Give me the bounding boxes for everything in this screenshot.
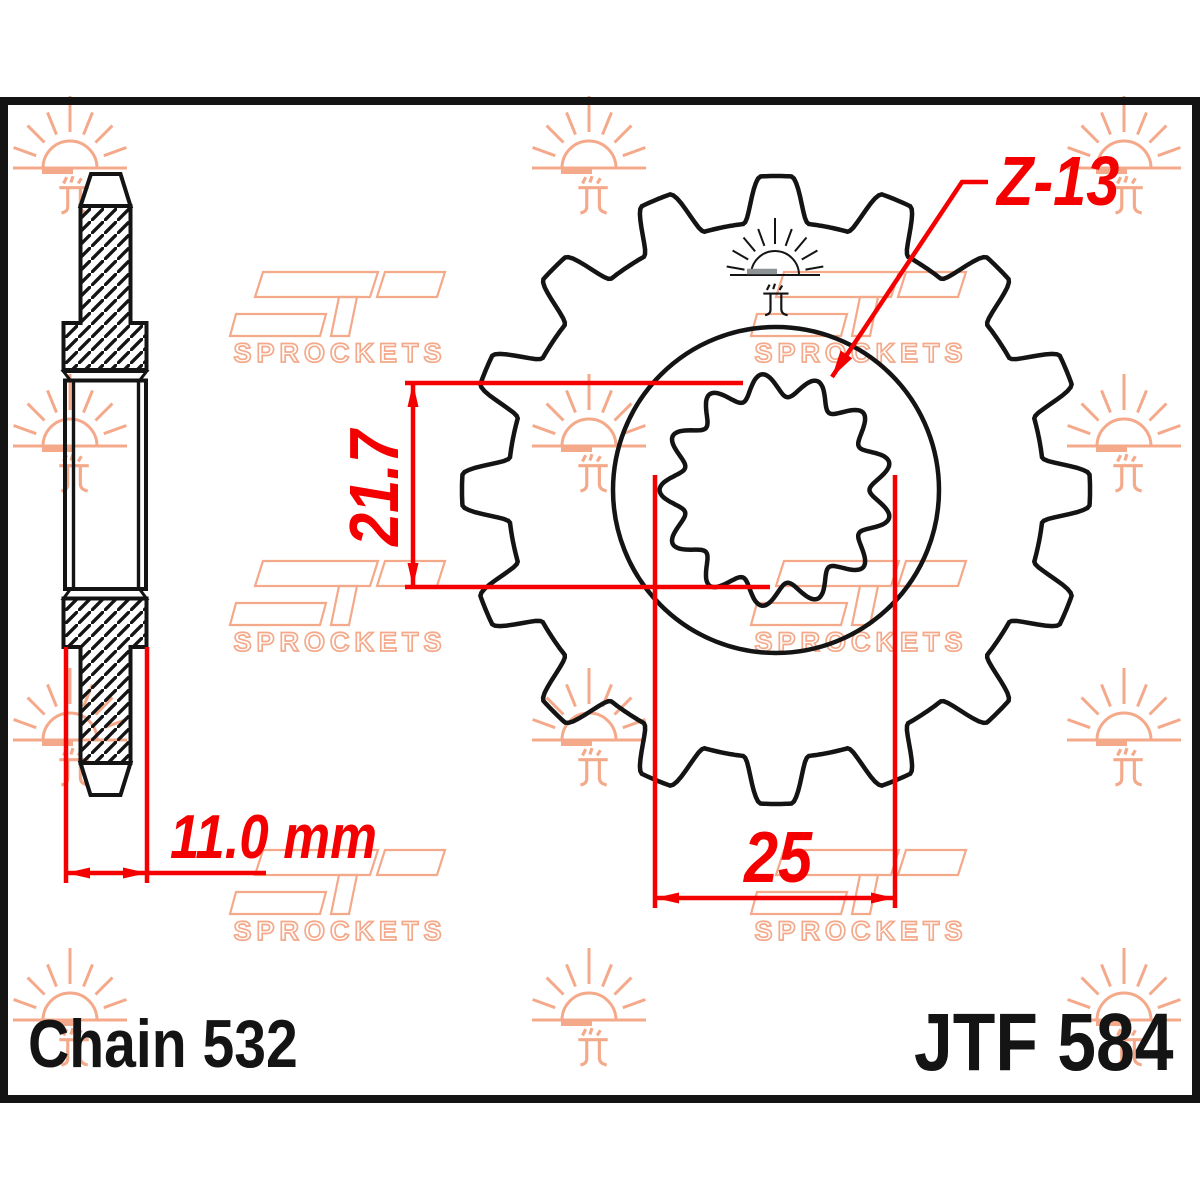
sunrise-icon [1067,668,1181,787]
jt-monogram-icon [1113,175,1143,215]
spline-bore-outline [657,372,892,608]
watermark-layer: SPROCKETS SPROCKETS SPROCKETS SPROCKETS SPRO… [13,96,1181,1067]
jt-monogram-icon [59,1027,89,1067]
jt-monogram-icon [578,1027,608,1067]
sunrise-icon [1067,96,1181,215]
jt-monogram-icon [763,283,789,317]
drawing-frame [0,97,1200,1103]
hub-bottom-chamfer [77,761,134,797]
side-view-cross-section [60,172,150,797]
sunrise-icon [532,374,646,493]
hub-top-chamfer [77,172,134,208]
teeth-count-callout: Z-13 [995,141,1119,220]
sprockets-watermark-text: SPROCKETS [233,627,446,657]
sunrise-icon [13,948,127,1067]
upper-hub-hatched-section [61,204,149,372]
arrow-down-icon [407,563,419,587]
jt-monogram-icon [578,747,608,787]
part-number-label: JTF 584 [914,997,1174,1089]
front-view-sprocket [459,173,1093,807]
sprockets-watermark-text: SPROCKETS [754,916,967,946]
jt-sprockets-logo: SPROCKETS [228,848,447,947]
dimension-layer: 21.7 25 11.0 mm Z-13 [63,141,1119,908]
jt-sprockets-logo: SPROCKETS [749,848,968,947]
lower-hub-hatched-section [61,596,149,765]
dim-text-bore-width: 25 [742,818,813,898]
sunrise-icon [1067,374,1181,493]
jt-monogram-icon [578,453,608,493]
jt-sunrise-stamp-icon [726,218,824,317]
jt-monogram-icon [1113,1027,1143,1067]
jt-monogram-icon [1113,747,1143,787]
jt-sprockets-logo: SPROCKETS [749,559,968,658]
jt-sprockets-logo: SPROCKETS [228,270,447,369]
chain-size-label: Chain 532 [28,1006,298,1082]
sprocket-teeth-outline [459,173,1093,807]
sprocket-plate-section [63,378,148,591]
sunrise-icon [13,96,127,215]
sunrise-icon [1067,948,1181,1067]
arrow-right-icon [871,892,895,904]
arrow-up-icon [407,383,419,407]
leader-line-z13 [830,179,988,379]
jt-monogram-icon [1113,453,1143,493]
sprockets-watermark-text: SPROCKETS [233,916,446,946]
arrow-left-icon [66,867,90,879]
arrow-left-icon [655,892,679,904]
arrowhead-icon [832,350,853,377]
arrow-right-icon [123,867,147,879]
dim-text-hub-width: 11.0 mm [170,803,377,872]
hub-circle [610,324,942,656]
sprockets-watermark-text: SPROCKETS [754,338,967,368]
sprockets-watermark-text: SPROCKETS [233,338,446,368]
jt-sprockets-logo: SPROCKETS [228,559,447,658]
jt-sprockets-logo: SPROCKETS [749,270,968,369]
dim-text-spline-height: 21.7 [334,428,413,548]
sunrise-icon [532,96,646,215]
label-layer: Chain 532 JTF 584 [28,997,1174,1089]
sunrise-icon [532,948,646,1067]
jt-monogram-icon [578,175,608,215]
sunrise-icon [13,374,127,493]
